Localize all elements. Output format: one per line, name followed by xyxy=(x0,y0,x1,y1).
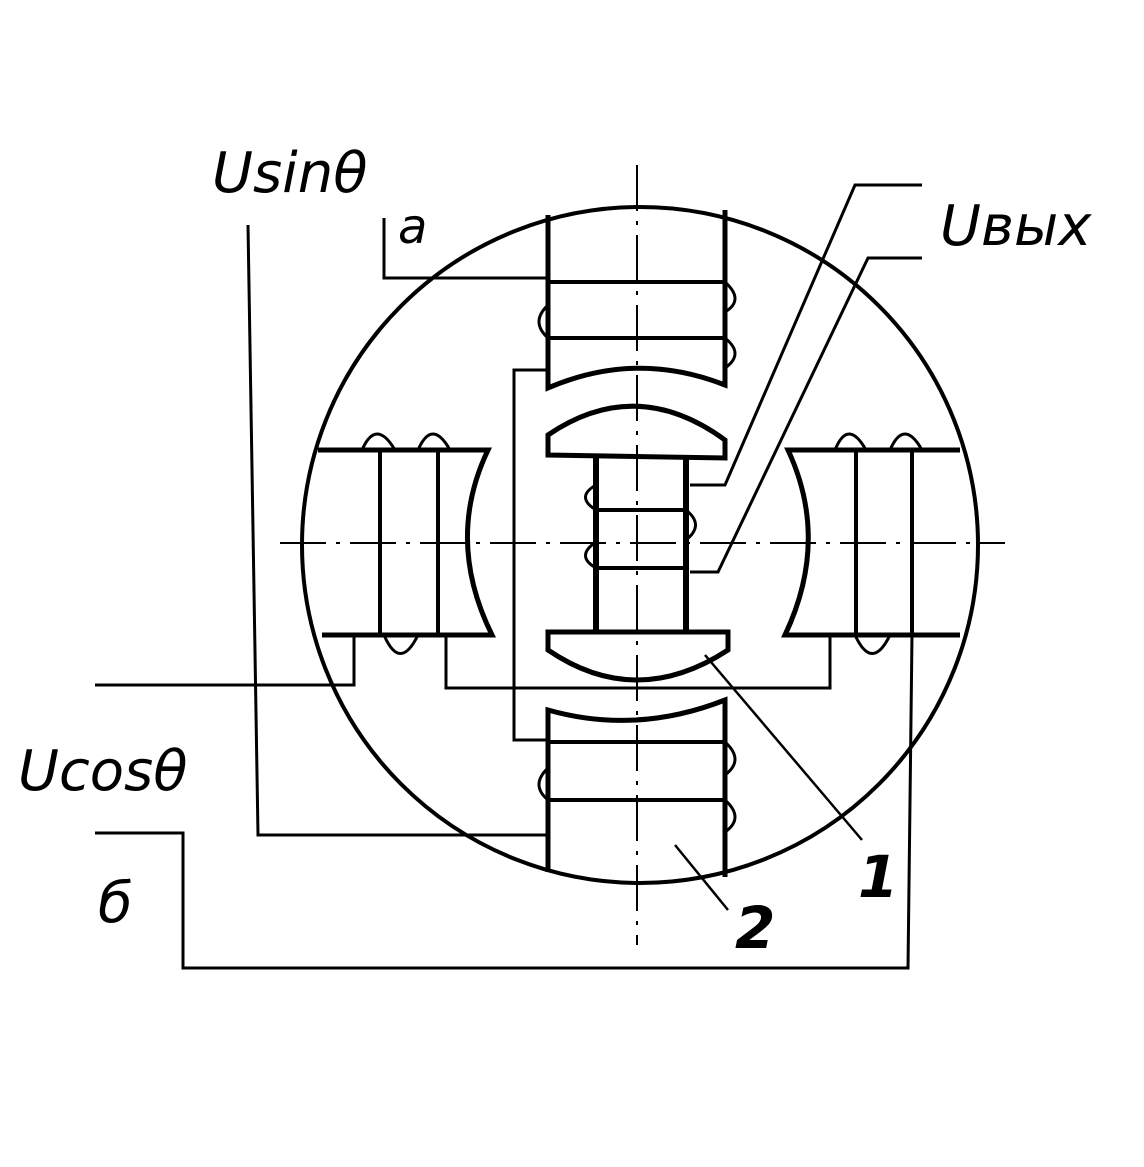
callouts xyxy=(674,654,863,911)
rotor-pole-top xyxy=(545,403,728,461)
winding-turn xyxy=(584,483,597,512)
rotor xyxy=(545,403,731,683)
winding-turn xyxy=(584,540,597,570)
stator-pole-right xyxy=(781,432,960,655)
lead-out-2 xyxy=(690,256,922,574)
lead-a xyxy=(382,218,548,280)
winding-turn xyxy=(537,303,550,340)
label-usin: Usinθ xyxy=(212,141,367,206)
lead-ucos xyxy=(95,635,356,687)
winding-turn xyxy=(723,280,737,314)
winding-turn xyxy=(537,766,550,802)
callout-1-leader xyxy=(704,654,863,841)
stator-housing xyxy=(300,205,980,885)
winding-turn xyxy=(723,798,737,834)
winding-turn xyxy=(416,432,452,451)
winding-turn xyxy=(360,432,397,451)
stator-pole-bottom xyxy=(537,696,737,877)
lead-center-loop xyxy=(512,368,548,742)
winding-turn xyxy=(724,336,737,370)
lead-usin xyxy=(246,224,548,837)
centerlines xyxy=(280,165,1005,945)
lead-out-1 xyxy=(690,183,922,487)
callout-1: 1 xyxy=(858,843,898,911)
callout-2-leader xyxy=(674,844,729,911)
winding-turn xyxy=(723,740,737,777)
callout-2: 2 xyxy=(735,894,775,962)
winding-turn xyxy=(853,634,892,655)
lead-b xyxy=(95,634,914,970)
lead-left-right-link xyxy=(444,635,832,690)
winding-turn xyxy=(833,432,868,451)
winding-turn xyxy=(382,634,420,655)
wiring xyxy=(95,183,922,970)
rotor-pole-bottom xyxy=(545,629,731,683)
label-uout: Uвых xyxy=(940,194,1092,259)
label-a: a xyxy=(398,199,427,255)
stator-pole-top xyxy=(537,210,737,392)
label-ucos: Ucosθ xyxy=(18,739,187,804)
stator-pole-left xyxy=(318,432,497,655)
label-b: б xyxy=(98,871,133,936)
winding-turn xyxy=(888,432,924,451)
winding-turn xyxy=(685,508,697,542)
